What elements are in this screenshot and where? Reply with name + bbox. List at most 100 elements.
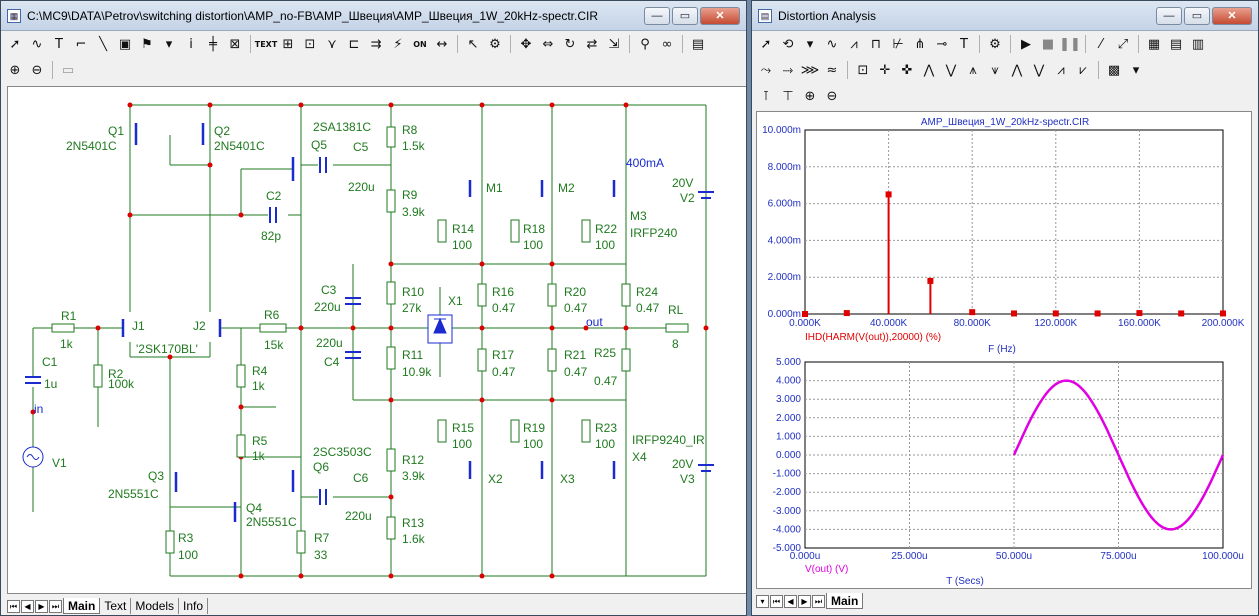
line-icon[interactable]: ⁄ [1099, 36, 1103, 52]
analysis-minimize-button[interactable]: — [1156, 6, 1182, 25]
binoculars-icon[interactable]: ∞ [661, 36, 673, 52]
analysis-close-button[interactable]: ✕ [1212, 6, 1252, 25]
text-tool-icon[interactable]: T [960, 36, 968, 52]
global-low-icon[interactable]: ⩘ [1057, 62, 1065, 78]
pin-icon[interactable]: ⋎ [327, 36, 337, 52]
zoom-in-icon[interactable]: ⊕ [804, 88, 816, 104]
run-icon[interactable]: ▶ [1021, 36, 1031, 52]
stop-icon[interactable]: ■ [1041, 36, 1055, 52]
properties-icon[interactable]: ⚙ [989, 36, 1001, 52]
scroll-down-icon[interactable]: ▾ [756, 594, 769, 608]
analysis-titlebar[interactable]: ▤ Distortion Analysis — ▭ ✕ [752, 1, 1258, 31]
component-icon[interactable]: ▣ [118, 36, 132, 52]
first-page-icon[interactable]: ⏮ [7, 599, 20, 613]
cursor-mode-icon[interactable]: ✛ [879, 62, 891, 78]
minimize-button[interactable]: — [644, 6, 670, 25]
on-toggle-icon[interactable]: ON [413, 39, 427, 49]
curve-icon[interactable]: ∿ [826, 36, 838, 52]
low-find-icon[interactable]: ⩛ [991, 62, 999, 78]
wire-wave-icon[interactable]: ∿ [31, 36, 43, 52]
text-tool-icon[interactable]: T [55, 36, 63, 52]
info-icon[interactable]: i [189, 36, 193, 52]
select-arrow-icon[interactable]: ➚ [760, 36, 772, 52]
next-page-icon[interactable]: ▶ [798, 594, 811, 608]
scope-icon[interactable]: ⟲ [782, 36, 794, 52]
wire-tool-icon[interactable]: ⌐ [75, 36, 87, 52]
next-page-icon[interactable]: ▶ [35, 599, 48, 613]
cursor-left-icon[interactable]: ⤳ [760, 62, 772, 78]
table-icon[interactable]: ▤ [1169, 36, 1183, 52]
time-y-tick-label: -1.000 [773, 469, 802, 480]
dropdown-arrow2-icon[interactable]: ▾ [1132, 62, 1140, 78]
v3-label: V3 [680, 472, 695, 486]
current-icon[interactable]: ⇉ [370, 36, 382, 52]
analysis-maximize-button[interactable]: ▭ [1184, 6, 1210, 25]
tab-text[interactable]: Text [100, 598, 132, 614]
zoom-out-icon[interactable]: ⊖ [826, 88, 838, 104]
first-page-icon[interactable]: ⏮ [770, 594, 783, 608]
global-high-icon[interactable]: ⋁ [1033, 62, 1045, 78]
text-toggle-icon[interactable]: TEXT [254, 39, 278, 49]
dropdown-arrow-icon[interactable]: ▾ [165, 36, 173, 52]
help-icon[interactable]: ╪ [209, 36, 217, 52]
close-button[interactable]: ✕ [700, 6, 740, 25]
dropdown-arrow-icon[interactable]: ▾ [806, 36, 814, 52]
next-wave-icon[interactable]: ⋙ [800, 62, 820, 78]
step-icon[interactable]: ⇲ [608, 36, 620, 52]
tab-models[interactable]: Models [131, 598, 180, 614]
prev-page-icon[interactable]: ◀ [784, 594, 797, 608]
point-tag-icon[interactable]: ⋔ [914, 36, 926, 52]
schematic-canvas[interactable]: Q1 2N5401C Q2 2N5401C 2SA1381C Q5 C5 220… [7, 86, 746, 594]
zoom-in-icon[interactable]: ⊕ [9, 62, 21, 78]
connect-icon[interactable]: ↔ [436, 36, 448, 52]
last-page-icon[interactable]: ⏭ [812, 594, 825, 608]
palette-icon[interactable]: ▩ [1107, 62, 1121, 78]
find-icon[interactable]: ⚲ [640, 36, 650, 52]
zoom-out-icon[interactable]: ⊖ [31, 62, 43, 78]
pointer-icon[interactable]: ↖ [467, 36, 479, 52]
tag-y-icon[interactable]: ⊤ [782, 88, 794, 104]
top-icon[interactable]: ⩗ [1079, 62, 1087, 78]
flip-icon[interactable]: ⇔ [542, 36, 554, 52]
attr-icon[interactable]: ⊡ [304, 36, 316, 52]
pause-icon[interactable]: ❚❚ [1059, 36, 1081, 52]
mirror-icon[interactable]: ⇄ [586, 36, 598, 52]
analysis-tab-main[interactable]: Main [826, 593, 864, 609]
tab-main[interactable]: Main [63, 598, 101, 614]
properties-icon[interactable]: ⚙ [489, 36, 501, 52]
cursor-mode2-icon[interactable]: ✜ [901, 62, 913, 78]
flag-icon[interactable]: ⚑ [141, 36, 153, 52]
stop-icon[interactable]: ⊠ [229, 36, 241, 52]
select-arrow-icon[interactable]: ➚ [9, 36, 21, 52]
rotate-icon[interactable]: ↻ [564, 36, 576, 52]
presentation-icon[interactable]: ▤ [691, 36, 705, 52]
high-find-icon[interactable]: ⩚ [969, 62, 977, 78]
tag-x-icon[interactable]: ⊺ [762, 88, 770, 104]
cursor-right-icon[interactable]: ⤑ [782, 62, 794, 78]
r7-value: 33 [314, 548, 328, 562]
diagonal-wire-icon[interactable]: ╲ [99, 36, 107, 52]
schematic-titlebar[interactable]: ▦ C:\MC9\DATA\Petrov\switching distortio… [1, 1, 746, 31]
folder-icon[interactable]: ▭ [61, 62, 75, 78]
grid-icon[interactable]: ▦ [1147, 36, 1161, 52]
peak-icon[interactable]: ⩘ [850, 36, 858, 52]
maximize-button[interactable]: ▭ [672, 6, 698, 25]
grid-text-icon[interactable]: ⊞ [282, 36, 294, 52]
node-icon[interactable]: ⊏ [348, 36, 360, 52]
inflection-icon[interactable]: ⋀ [1011, 62, 1023, 78]
data-points-icon[interactable]: ⤢ [1117, 36, 1129, 52]
tag-icon[interactable]: ⊬ [892, 36, 904, 52]
peak-find-icon[interactable]: ⋀ [923, 62, 935, 78]
wave-icon[interactable]: ≈ [826, 62, 838, 78]
power-icon[interactable]: ⚡ [393, 36, 403, 52]
last-page-icon[interactable]: ⏭ [49, 599, 62, 613]
tab-info[interactable]: Info [179, 598, 209, 614]
chart-options-icon[interactable]: ⊡ [857, 62, 869, 78]
horizontal-tag-icon[interactable]: ⊸ [936, 36, 948, 52]
prev-page-icon[interactable]: ◀ [21, 599, 34, 613]
valley-find-icon[interactable]: ⋁ [945, 62, 957, 78]
minor-grid-icon[interactable]: ▥ [1191, 36, 1205, 52]
scale-icon[interactable]: ⊓ [870, 36, 882, 52]
move-icon[interactable]: ✥ [520, 36, 532, 52]
